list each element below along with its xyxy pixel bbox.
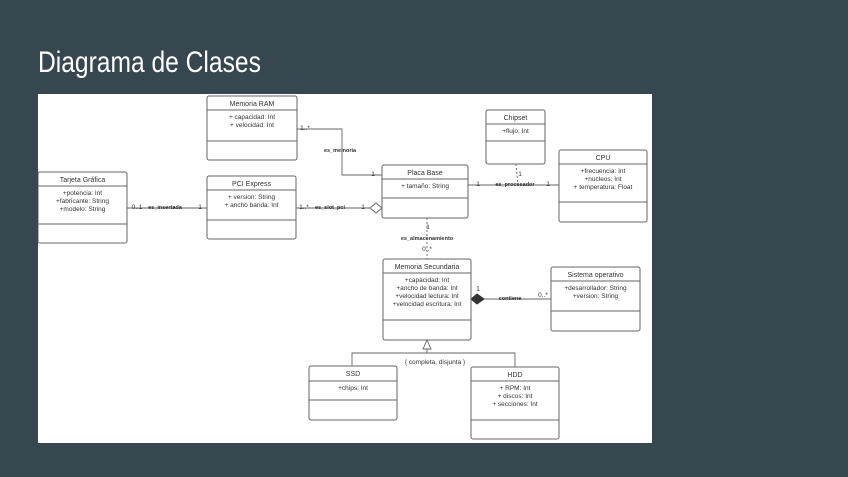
- multiplicity: 1: [426, 224, 430, 231]
- class-attribute: + ancho banda: Int: [224, 202, 278, 209]
- class-name: CPU: [596, 155, 611, 162]
- class-attribute: + secciones: Int: [492, 401, 538, 408]
- class-attribute: +modelo: String: [60, 206, 106, 213]
- class-attribute: +velocidad escritura: Int: [393, 301, 462, 308]
- multiplicity: 1: [476, 181, 480, 188]
- multiplicity: 1: [371, 171, 375, 178]
- class-attribute: +potencia: Int: [63, 190, 102, 197]
- multiplicity: 0..*: [422, 246, 432, 253]
- class-name: SSD: [346, 371, 360, 378]
- class-name: Chipset: [504, 115, 528, 122]
- class-attribute: +capacidad: Int: [405, 277, 449, 284]
- class-name: Memoria RAM: [230, 101, 275, 108]
- class-box: [38, 171, 128, 244]
- class-name: HDD: [507, 372, 522, 379]
- generalization-constraint: { completa, disjunta }: [405, 359, 466, 366]
- class-ssd: SSD +chips: Int: [308, 365, 398, 421]
- class-box: [470, 366, 560, 440]
- class-attribute: +fabricante: String: [56, 198, 109, 205]
- class-tarjeta: Tarjeta Gráfica +potencia: Int+fabricante…: [38, 171, 128, 244]
- class-attribute: +version: String: [573, 293, 619, 300]
- relation-label: es_insertada: [148, 205, 183, 211]
- class-attribute: + capacidad: Int: [229, 114, 275, 121]
- class-box: [206, 95, 298, 161]
- class-name: PCI Express: [232, 181, 271, 188]
- multiplicity: 1..*: [300, 125, 310, 132]
- constraint-bg: [396, 357, 474, 367]
- class-box: [485, 109, 546, 165]
- diagram-svg: 1..* es_memoria 1 0..1 es_insertada 1 1..* es_s…: [38, 95, 648, 440]
- multiplicity: 1: [518, 171, 522, 178]
- relation-label: es_almacenamiento: [401, 236, 454, 242]
- slide-title: Diagrama de Clases: [38, 46, 261, 79]
- class-cpu: CPU +frecuencia: Int+nucleos: Int+ temper…: [558, 149, 648, 223]
- relation-label: es_memoria: [324, 148, 357, 154]
- class-name: Memoria Secundaria: [395, 264, 460, 271]
- class-attribute: +ancho de banda: Int: [396, 285, 457, 292]
- class-attribute: +chips: Int: [338, 385, 368, 392]
- class-attribute: +flujo: Int: [502, 128, 529, 135]
- class-attribute: +nucleos: Int: [584, 176, 621, 183]
- class-name: Sistema operativo: [567, 272, 623, 279]
- class-box: [558, 149, 648, 223]
- class-chipset: Chipset +flujo: Int: [485, 109, 546, 165]
- class-attribute: + temperatura: Float: [574, 184, 633, 191]
- class-memsec: Memoria Secundaria +capacidad: Int+ancho …: [382, 258, 472, 341]
- generalization-triangle: [422, 338, 432, 350]
- class-hdd: HDD + RPM: Int+ discos: Int+ secciones: I…: [470, 366, 560, 440]
- class-pci: PCI Express + version: String+ ancho band…: [206, 175, 297, 240]
- relation-chipset-link: [515, 163, 519, 186]
- relation-es-memoria: [297, 128, 382, 176]
- aggregation-diamond: [369, 202, 383, 214]
- relation-label: contiene: [499, 296, 522, 302]
- class-attribute: +desarrollador: String: [564, 285, 627, 292]
- generalization-branch: [351, 352, 516, 367]
- class-box: [308, 365, 398, 421]
- class-attribute: + discos: Int: [498, 393, 533, 400]
- class-box: [550, 266, 641, 332]
- class-box: [206, 175, 297, 240]
- composition-diamond: [470, 293, 485, 305]
- class-attribute: + version: String: [228, 194, 276, 201]
- class-attribute: +frecuencia: Int: [581, 168, 626, 175]
- multiplicity: 1: [198, 204, 202, 211]
- class-attribute: + tamaño: String: [401, 183, 449, 190]
- relation-label: es_procesador: [495, 182, 535, 188]
- class-name: Tarjeta Gráfica: [60, 177, 106, 184]
- relation-label: es_slot_pci: [315, 205, 345, 211]
- multiplicity: 1: [546, 181, 550, 188]
- class-so: Sistema operativo +desarrollador: String+…: [550, 266, 641, 332]
- class-name: Placa Base: [407, 170, 443, 177]
- class-attribute: + velocidad: Int: [230, 122, 274, 129]
- class-box: [381, 164, 469, 219]
- class-attribute: + RPM: Int: [500, 385, 531, 392]
- multiplicity: 1..*: [299, 204, 309, 211]
- multiplicity: 1: [361, 204, 365, 211]
- multiplicity: 0..1: [132, 204, 143, 211]
- class-diagram: 1..* es_memoria 1 0..1 es_insertada 1 1..* es_s…: [38, 94, 652, 443]
- multiplicity: 1: [476, 286, 480, 293]
- class-placa: Placa Base + tamaño: String: [381, 164, 469, 219]
- multiplicity: 0..*: [538, 292, 548, 299]
- class-ram: Memoria RAM + capacidad: Int+ velocidad: …: [206, 95, 298, 161]
- class-attribute: +velocidad lectura: Int: [395, 293, 459, 300]
